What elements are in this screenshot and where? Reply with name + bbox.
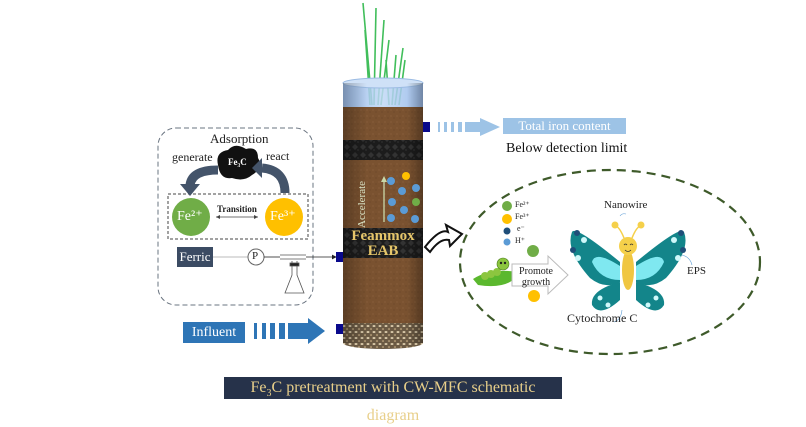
- schematic-canvas: [157, 2, 762, 356]
- nanowire-label: Nanowire: [604, 199, 648, 211]
- legend-fe3-label: Fe³⁺: [515, 212, 530, 221]
- fe3c-particle-icon: [217, 145, 260, 180]
- legend-proton-dot: [503, 238, 511, 246]
- outflow-arrow: [438, 118, 500, 136]
- generate-arrowhead: [180, 184, 200, 196]
- legend-fe2-label: Fe²⁺: [515, 200, 530, 209]
- microbe-panel-border: [458, 168, 762, 356]
- legend-fe2-dot: [502, 201, 512, 211]
- influent-arrow: [254, 318, 325, 344]
- fe3-circle: [265, 198, 303, 236]
- promote-line1: Promote: [519, 266, 553, 277]
- outlet-port: [423, 122, 430, 132]
- transition-box: [167, 193, 309, 240]
- caption-prefix: Fe: [250, 379, 267, 396]
- legend-electron-label: e⁻: [517, 224, 525, 233]
- fe3c-label: Fe₃C: [228, 157, 247, 167]
- promote-growth-arrow: [511, 254, 569, 296]
- diagram-caption: Fe3C pretreatment with CW-MFC schematic …: [224, 377, 562, 424]
- ferric-inlet-port: [336, 252, 343, 262]
- legend-proton-label: H⁺: [515, 236, 525, 245]
- fe2-circle: [172, 198, 210, 236]
- generate-label: generate: [172, 150, 213, 164]
- react-label: react: [266, 149, 290, 163]
- influent-label: Influent: [183, 322, 245, 343]
- ferric-source-label: Ferric: [177, 247, 213, 267]
- feammox-line2: EAB: [367, 243, 399, 259]
- pump-label: P: [252, 250, 259, 262]
- flask-icon: [280, 254, 306, 294]
- cytochrome-label: Cytochrome C: [567, 311, 638, 325]
- promote-growth-label: Promote growth: [516, 266, 556, 288]
- cw-mfc-column: [342, 2, 424, 349]
- feammox-label: Feammox EAB: [343, 229, 423, 259]
- feammox-line1: Feammox: [351, 228, 415, 244]
- legend-electron-dot: [503, 227, 511, 235]
- promote-fe2-dot: [527, 245, 539, 257]
- total-iron-label: Total iron content: [503, 118, 626, 134]
- legend: Fe²⁺ Fe³⁺ e⁻ H⁺: [515, 199, 530, 247]
- accelerate-label: Accelerate: [356, 180, 368, 228]
- reaction-panel-border: [157, 127, 314, 306]
- react-arrow: [261, 163, 290, 194]
- legend-fe3-dot: [502, 214, 512, 224]
- caterpillar-icon: [473, 257, 520, 287]
- zoom-in-arrow: [423, 222, 464, 254]
- promote-fe3-dot: [528, 290, 540, 302]
- generate-arrow: [185, 165, 219, 187]
- fe3-label: Fe³⁺: [270, 209, 296, 224]
- caption-subscript: 3: [266, 388, 272, 400]
- influent-port: [336, 324, 343, 334]
- transition-label: Transition: [217, 204, 257, 214]
- butterfly-bacteria-icon: [570, 213, 693, 323]
- eps-label: EPS: [687, 265, 706, 277]
- promote-line2: growth: [521, 277, 551, 288]
- below-detection-label: Below detection limit: [506, 141, 628, 156]
- adsorption-label: Adsorption: [210, 131, 269, 146]
- react-arrowhead: [252, 158, 262, 178]
- fe2-label: Fe²⁺: [177, 209, 203, 224]
